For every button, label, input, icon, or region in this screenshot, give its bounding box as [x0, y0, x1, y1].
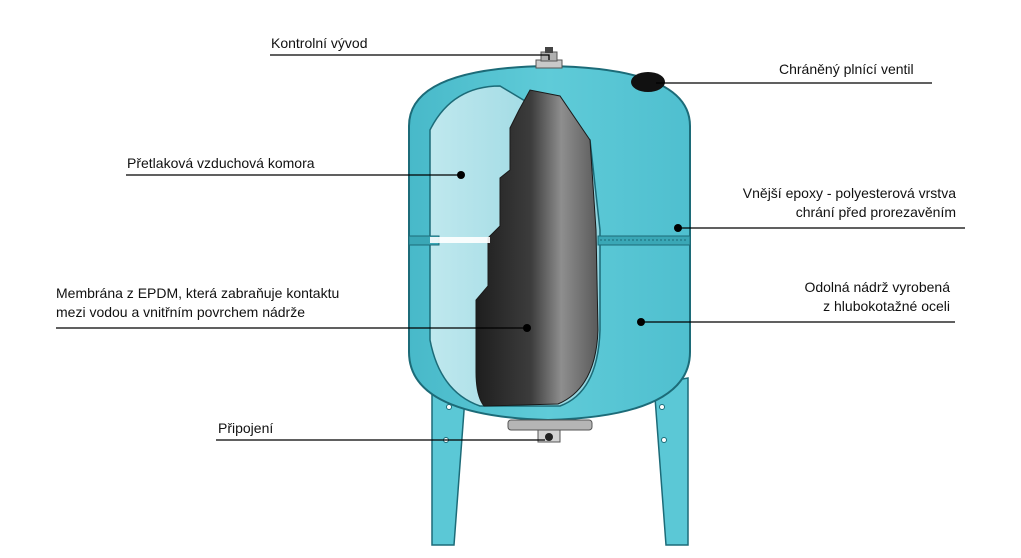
label-control-outlet: Kontrolní vývod	[271, 35, 368, 51]
label-epoxy-line1: Vnější epoxy - polyesterová vrstva	[742, 185, 956, 201]
connection-fitting	[507, 419, 593, 443]
label-tank: Odolná nádrž vyrobená z hlubokotažné oce…	[760, 278, 950, 316]
label-connection: Připojení	[218, 420, 274, 436]
leader-control-outlet	[270, 54, 550, 60]
leader-tank-dot	[637, 318, 645, 326]
leg-hole	[659, 404, 665, 410]
leader-air-chamber-dot	[457, 171, 465, 179]
label-tank-line2: z hlubokotažné oceli	[823, 298, 950, 314]
callout-leaders	[56, 54, 965, 441]
membrane-bladder	[475, 89, 599, 407]
fill-valve-cap	[631, 72, 665, 92]
tank-legs	[431, 377, 689, 546]
tank-seam	[408, 235, 691, 246]
label-fill-valve: Chráněný plnící ventil	[779, 61, 914, 77]
label-membrane-line2: mezi vodou a vnitřním povrchem nádrže	[56, 304, 305, 320]
label-epoxy: Vnější epoxy - polyesterová vrstva chrán…	[720, 184, 956, 222]
label-air-chamber: Přetlaková vzduchová komora	[127, 155, 315, 171]
leg-hole	[661, 437, 667, 443]
leader-membrane-dot	[523, 324, 531, 332]
label-tank-line1: Odolná nádrž vyrobená	[804, 279, 950, 295]
leader-epoxy-dot	[674, 224, 682, 232]
right-leg	[653, 377, 689, 546]
label-membrane: Membrána z EPDM, která zabraňuje kontakt…	[56, 284, 339, 322]
leg-hole	[446, 404, 452, 410]
label-epoxy-line2: chrání před prorezavěním	[795, 204, 956, 220]
label-membrane-line1: Membrána z EPDM, která zabraňuje kontakt…	[56, 285, 340, 301]
